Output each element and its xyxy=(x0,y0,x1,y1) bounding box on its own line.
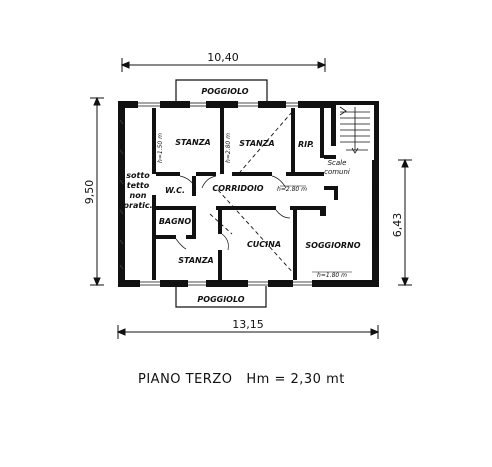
dashed-lines xyxy=(209,111,297,277)
door-swings xyxy=(175,175,291,251)
floor-mean-height: Hm = 2,30 mt xyxy=(246,372,345,387)
balcony-bottom-label: POGGIOLO xyxy=(197,295,244,304)
interior-walls xyxy=(152,108,338,280)
room-wc: W.C. xyxy=(165,186,185,195)
balcony-top-label: POGGIOLO xyxy=(201,87,248,96)
dimension-top-label: 10,40 xyxy=(207,51,239,64)
room-scale-line2: comuni xyxy=(324,168,350,176)
room-sottotetto-line2: tetto xyxy=(127,181,150,190)
windows xyxy=(138,102,379,286)
room-stanza-bottom: STANZA xyxy=(178,256,213,265)
room-corridoio: CORRIDOIO xyxy=(212,184,263,193)
room-sottotetto-line3: non xyxy=(130,191,147,200)
room-cucina: CUCINA xyxy=(247,240,281,249)
balcony-top xyxy=(175,79,268,102)
dimension-right xyxy=(398,158,412,287)
room-scale-line1: Scale xyxy=(328,159,347,167)
dimension-left-label: 9,50 xyxy=(83,180,96,205)
room-soggiorno: SOGGIORNO xyxy=(305,241,360,250)
height-annotation-1: h=1.50 m xyxy=(157,133,164,163)
dimension-bottom-label: 13,15 xyxy=(232,318,264,331)
room-rip: RIP. xyxy=(298,140,314,149)
dimension-bottom xyxy=(116,325,380,339)
outer-walls xyxy=(118,101,379,287)
balcony-bottom xyxy=(175,286,267,308)
height-annotation-4: h=1.80 m xyxy=(317,272,347,279)
room-sottotetto-line4: pratic. xyxy=(122,201,152,210)
floor-title: PIANO TERZO xyxy=(138,372,233,387)
room-sottotetto-line1: sotto xyxy=(126,171,150,180)
staircase xyxy=(339,106,370,154)
floor-caption: PIANO TERZO Hm = 2,30 mt xyxy=(138,372,345,387)
height-annotation-3: h=2.80 m xyxy=(277,186,307,193)
dimension-top xyxy=(120,58,327,72)
dimension-right-label: 6,43 xyxy=(391,213,404,238)
wall-hatch xyxy=(119,119,124,270)
room-bagno: BAGNO xyxy=(159,217,192,226)
height-annotation-2: h=2.80 m xyxy=(225,133,232,163)
dimension-left xyxy=(90,96,104,287)
room-stanza-top-left: STANZA xyxy=(175,138,210,147)
room-stanza-top-mid: STANZA xyxy=(239,139,274,148)
